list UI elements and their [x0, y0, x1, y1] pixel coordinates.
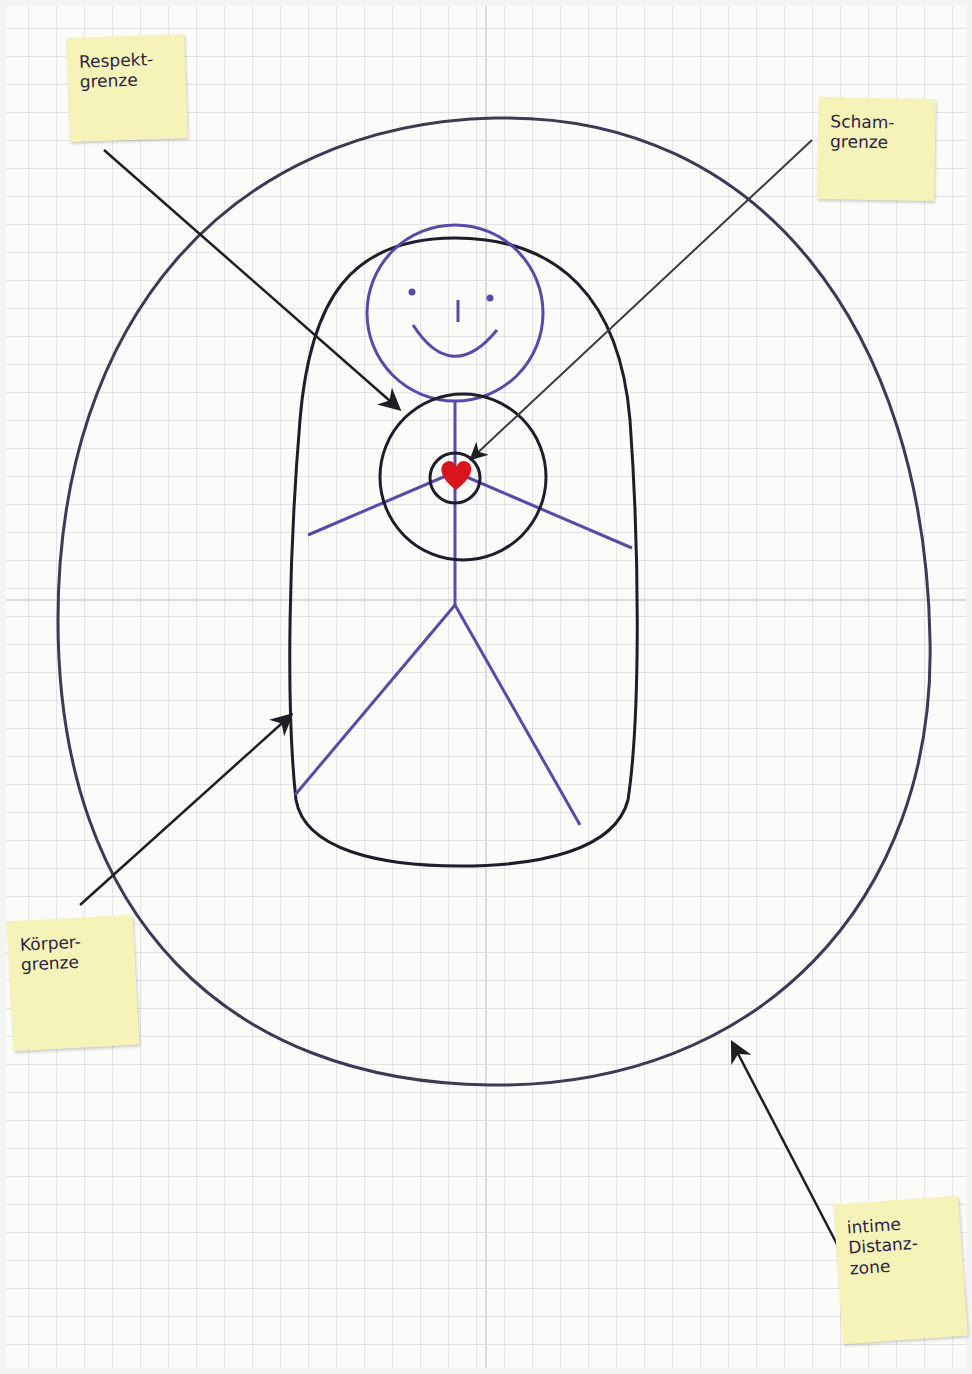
shame-boundary-circle	[430, 453, 480, 503]
head	[367, 225, 543, 401]
arms	[308, 472, 632, 548]
sticky-note: Respekt- grenze	[66, 34, 188, 142]
fold-line	[6, 599, 966, 601]
eye	[409, 289, 416, 296]
leader-arrow	[733, 1044, 840, 1250]
smile	[413, 325, 497, 356]
leg	[455, 605, 580, 825]
sticky-note: Körper- grenze	[7, 915, 140, 1051]
sticky-note: Scham- grenze	[817, 97, 936, 201]
intimate-zone-outline	[58, 118, 930, 1085]
leader-arrow	[472, 140, 812, 458]
leader-arrow	[104, 150, 398, 408]
note-label: Respekt- grenze	[79, 48, 172, 92]
note-label: Scham- grenze	[830, 111, 923, 153]
leg	[295, 605, 455, 795]
eye	[487, 295, 494, 302]
nose	[457, 300, 460, 322]
leader-arrow	[80, 716, 290, 905]
sticky-note: intime Distanz- zone	[834, 1196, 968, 1344]
note-label: Körper- grenze	[19, 930, 121, 976]
heart	[441, 461, 471, 490]
paper	[6, 6, 966, 1368]
respect-boundary-circle	[380, 394, 546, 560]
fold-line	[485, 6, 487, 1368]
grid	[6, 6, 966, 1368]
note-label: intime Distanz- zone	[846, 1211, 946, 1279]
body-boundary-outline	[290, 238, 637, 866]
